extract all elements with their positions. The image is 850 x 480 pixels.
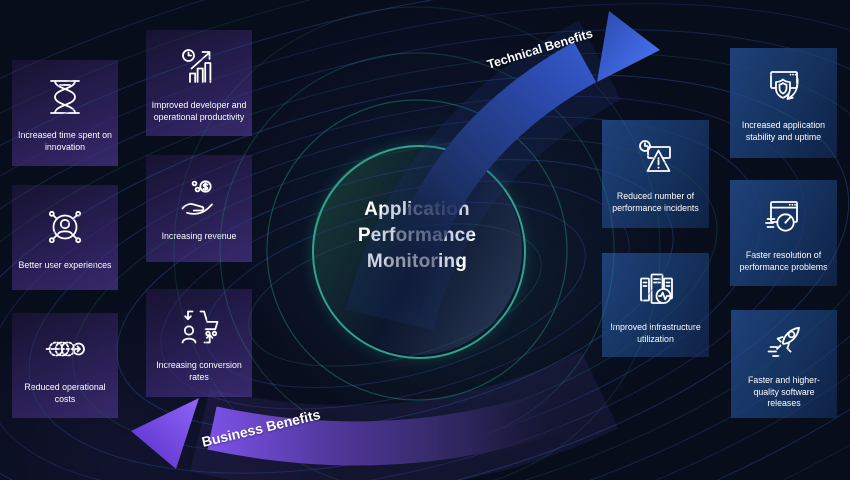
infrastructure-servers-icon (639, 273, 673, 304)
card-label: Increased time spent on innovation (18, 129, 112, 152)
card-infrastructure-utilization: Improved infrastructure utilization (602, 253, 709, 357)
card-stability-uptime: Increased application stability and upti… (730, 48, 837, 158)
card-label: Improved developer and operational produ… (151, 99, 247, 122)
business-benefits-label: Business Benefits (200, 406, 322, 450)
resolution-gauge-icon (764, 200, 798, 232)
business-arrow-head (131, 398, 199, 469)
incident-alert-icon (638, 139, 671, 172)
card-reduced-operational-costs: Reduced operational costs (12, 313, 118, 418)
card-label: Faster and higher-quality software relea… (748, 374, 820, 409)
card-label: Improved infrastructure utilization (610, 321, 701, 344)
card-faster-resolution: Faster resolution of performance problem… (730, 180, 837, 286)
conversion-cart-icon (181, 310, 219, 344)
card-reduced-incidents: Reduced number of performance incidents (602, 120, 709, 228)
technical-benefits-label: Technical Benefits (485, 26, 595, 72)
card-label: Reduced number of performance incidents (612, 190, 699, 213)
card-label: Increased application stability and upti… (741, 119, 826, 142)
revenue-hand-icon (181, 180, 213, 215)
user-network-icon (48, 210, 82, 244)
cost-reduction-icon (45, 341, 85, 357)
card-label: Reduced operational costs (24, 382, 106, 404)
hourglass-icon (50, 79, 80, 114)
card-increased-time-innovation: Increased time spent on innovation (12, 60, 118, 166)
card-conversion-rates: Increasing conversion rates (146, 289, 252, 397)
card-label: Faster resolution of performance problem… (739, 249, 828, 272)
card-better-user-experiences: Better user experiences (12, 185, 118, 290)
card-label: Better user experiences (18, 260, 112, 271)
page-title: Application Performance Monitoring (357, 199, 477, 273)
stability-shield-icon (769, 70, 799, 100)
productivity-chart-icon (182, 48, 212, 83)
card-software-releases: Faster and higher-quality software relea… (731, 310, 837, 418)
release-rocket-icon (767, 326, 800, 357)
card-developer-productivity: Improved developer and operational produ… (146, 30, 252, 136)
card-label: Increasing revenue (161, 231, 237, 242)
card-label: Increasing conversion rates (156, 359, 242, 382)
card-increasing-revenue: Increasing revenue (146, 155, 252, 262)
